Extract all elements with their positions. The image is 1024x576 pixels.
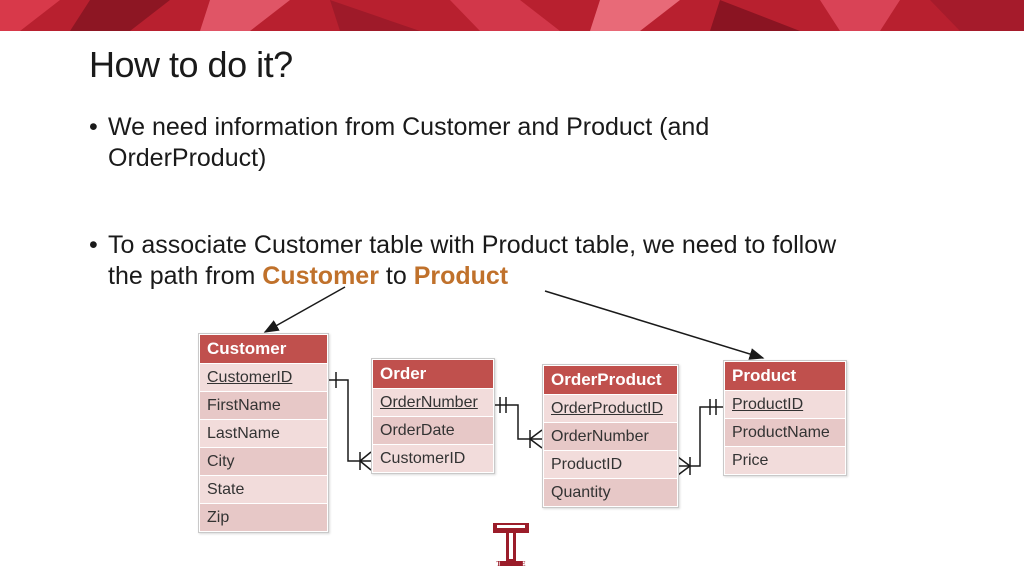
product-field-price: Price xyxy=(724,447,846,475)
bullet-2-line-1: To associate Customer table with Product… xyxy=(108,231,837,259)
order-field-orderdate: OrderDate xyxy=(372,417,494,445)
arrow-to-product xyxy=(544,290,765,360)
highlight-customer: Customer xyxy=(262,262,379,290)
orderproduct-field-ordernumber: OrderNumber xyxy=(543,423,678,451)
customer-table-fields: CustomerID FirstName LastName City State… xyxy=(199,364,328,532)
customer-field-state: State xyxy=(199,476,328,504)
bullet-1-line-2: OrderProduct) xyxy=(108,144,267,172)
orderproduct-field-productid: ProductID xyxy=(543,451,678,479)
order-field-ordernumber: OrderNumber xyxy=(372,389,494,417)
customer-table-header: Customer xyxy=(199,334,328,364)
highlight-product: Product xyxy=(413,262,509,290)
bullet-dot: • xyxy=(89,231,98,259)
customer-field-zip: Zip xyxy=(199,504,328,532)
orderproduct-table-header: OrderProduct xyxy=(543,365,678,395)
orderproduct-table-fields: OrderProductID OrderNumber ProductID Qua… xyxy=(543,395,678,507)
product-table-fields: ProductID ProductName Price xyxy=(724,391,846,475)
customer-field-lastname: LastName xyxy=(199,420,328,448)
slide-title: How to do it? xyxy=(89,44,293,85)
order-table-fields: OrderNumber OrderDate CustomerID xyxy=(372,389,494,473)
customer-table: Customer CustomerID FirstName LastName C… xyxy=(198,333,329,533)
product-table: Product ProductID ProductName Price xyxy=(723,360,847,476)
orderproduct-field-orderproductid: OrderProductID xyxy=(543,395,678,423)
bullet-dot: • xyxy=(89,113,98,141)
product-field-productid: ProductID xyxy=(724,391,846,419)
orderproduct-table: OrderProduct OrderProductID OrderNumber … xyxy=(542,364,679,508)
logo-text: TEMPLE xyxy=(496,561,526,568)
bullet-2-line-2: the path from Customer to Product xyxy=(108,261,508,292)
bullet-2-mid: to xyxy=(378,262,414,290)
customer-field-customerid: CustomerID xyxy=(199,364,328,392)
temple-logo-icon xyxy=(493,523,529,566)
bullet-1-line-1: We need information from Customer and Pr… xyxy=(108,113,710,141)
customer-field-city: City xyxy=(199,448,328,476)
rel-customer-order xyxy=(328,372,372,471)
orderproduct-field-quantity: Quantity xyxy=(543,479,678,507)
customer-field-firstname: FirstName xyxy=(199,392,328,420)
order-table-header: Order xyxy=(372,359,494,389)
order-field-customerid: CustomerID xyxy=(372,445,494,473)
bullet-2-prefix: the path from xyxy=(108,262,263,290)
product-field-productname: ProductName xyxy=(724,419,846,447)
order-table: Order OrderNumber OrderDate CustomerID xyxy=(371,358,495,474)
rel-product-orderproduct xyxy=(677,399,723,476)
arrow-to-customer xyxy=(263,286,346,333)
product-table-header: Product xyxy=(724,361,846,391)
rel-order-orderproduct xyxy=(494,397,543,449)
top-banner xyxy=(0,0,1024,31)
